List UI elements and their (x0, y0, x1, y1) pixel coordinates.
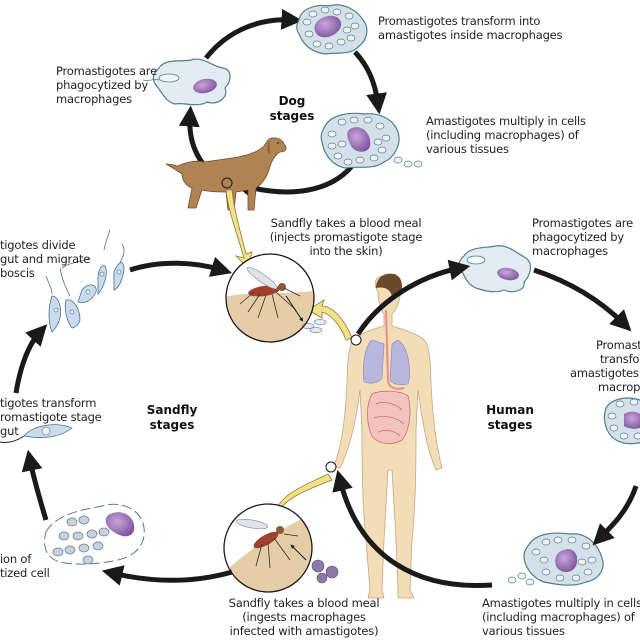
label-sandfly-ingest: Sandfly takes a blood meal (ingests macr… (228, 596, 380, 638)
esophagus (385, 309, 405, 390)
human-macrophage-multiply (507, 532, 604, 586)
label-dog-transform: Promastigotes transform into amastigotes… (378, 14, 563, 42)
label-dog-multiply: Amastigotes multiply in cells (including… (426, 114, 586, 156)
lung-right (389, 339, 410, 386)
sandfly-stages-label: Sandfly stages (146, 403, 198, 432)
dog-macrophage-phagocytosis (142, 58, 231, 106)
label-sandfly-divide: tigotes divide gut and migrate boscis (0, 238, 91, 280)
dog-macrophage-multiply (320, 112, 423, 169)
promastigote-single (0, 424, 73, 443)
arrow-dog-transform-to-multiply (353, 50, 387, 115)
human-macrophage-transform (603, 397, 640, 445)
arrow-divide-to-bite (129, 256, 233, 277)
human-macrophage-phagocytosis (458, 245, 532, 293)
label-dog-phagocytized: Promastigotes are phagocytized by macrop… (56, 64, 157, 106)
human-bite-site-shoulder (350, 334, 362, 346)
arrow-human-phago-to-transform (533, 267, 632, 332)
label-human-multiply: Amastigotes multiply in cells (including… (482, 596, 640, 638)
transfer-arrow-human-to-sandfly (307, 299, 353, 341)
arrow-bite-to-human-phago (355, 259, 471, 336)
dog-bite-site (221, 177, 233, 189)
arrow-ingest-to-rupture (101, 565, 233, 586)
label-sandfly-inject: Sandfly takes a blood meal (injects prom… (269, 216, 423, 258)
sandfly-bite-inject-inset (225, 253, 327, 343)
label-human-phagocytized: Promastigotes are phagocytized by macrop… (532, 216, 633, 258)
arrow-human-transform-to-multiply (592, 485, 639, 546)
arrow-transform-to-divide (13, 324, 48, 394)
label-human-transform: Promast transfor amastigotes macrop (570, 338, 640, 394)
human-cycle-arrows (332, 259, 639, 589)
intestines (367, 390, 411, 444)
human-bite-site-hand (325, 461, 337, 473)
arrow-dog-phago-to-transform (204, 8, 303, 60)
human-stages-label: Human stages (486, 403, 534, 432)
label-sandfly-transform: tigotes transform romastigote stage gut (0, 396, 102, 438)
dog-illustration (165, 137, 287, 211)
arrow-dog-multiply-to-dog (233, 164, 354, 199)
dog-macrophage-transform (296, 4, 368, 55)
lung-left (362, 339, 385, 384)
sandfly-bite-ingest-inset (223, 503, 313, 593)
sandfly-icon (235, 518, 307, 569)
label-sandfly-rupture: ion of tized cell (0, 552, 50, 580)
arrow-rupture-to-transform (21, 449, 49, 521)
infected-macrophage-clusters (311, 559, 339, 584)
dog-stages-label: Dog stages (269, 94, 315, 123)
ruptured-infected-cell (44, 503, 145, 565)
arrow-human-multiply-to-hand (332, 469, 493, 589)
sandfly-cycle-arrows (13, 256, 233, 586)
promastigotes-dividing-group (45, 229, 125, 333)
sandfly-icon (239, 266, 304, 322)
human-figure (325, 273, 443, 599)
